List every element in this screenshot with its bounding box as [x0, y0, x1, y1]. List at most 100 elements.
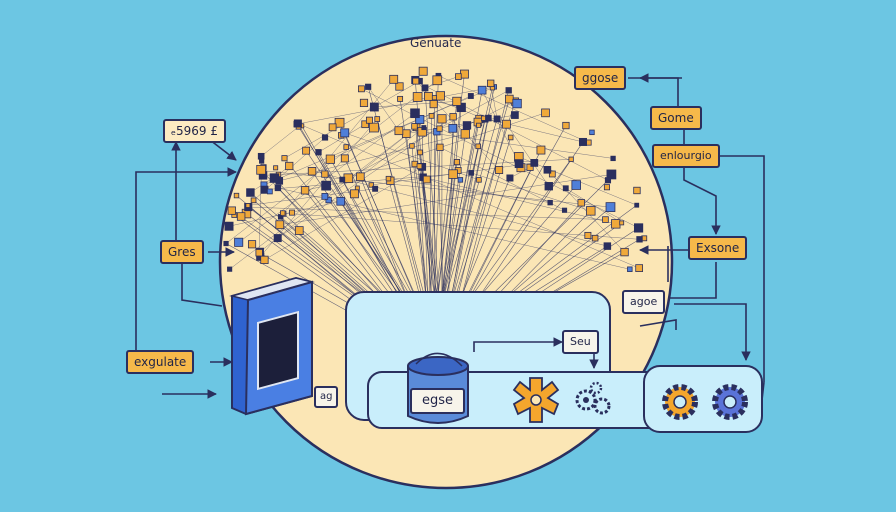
network-node: [350, 189, 359, 199]
network-node: [395, 82, 404, 91]
network-node: [453, 159, 460, 166]
network-node: [321, 134, 329, 141]
network-node: [436, 125, 443, 132]
network-node: [548, 170, 556, 178]
diagram-title: Genuate: [410, 36, 462, 50]
network-node: [514, 159, 524, 169]
network-node: [589, 129, 595, 136]
network-node: [424, 91, 433, 101]
network-node: [493, 115, 501, 123]
network-node: [502, 119, 511, 129]
network-node: [604, 177, 612, 184]
mesh-line: [297, 123, 640, 269]
network-node: [285, 161, 294, 171]
mesh-line: [229, 115, 432, 270]
network-node: [275, 220, 285, 230]
network-node: [401, 129, 411, 138]
network-node: [620, 247, 629, 257]
label-ggose: ggose: [574, 66, 627, 90]
network-node: [507, 134, 514, 141]
network-node: [233, 192, 240, 199]
network-node: [417, 149, 423, 156]
network-node: [429, 100, 438, 109]
network-node: [633, 223, 644, 233]
network-node: [591, 234, 599, 242]
network-node: [476, 177, 482, 183]
mesh-line: [238, 113, 416, 243]
network-node: [369, 122, 379, 133]
network-node: [260, 255, 269, 264]
network-node: [633, 186, 641, 195]
mesh-line: [415, 80, 609, 181]
network-node: [505, 87, 512, 94]
network-node: [302, 146, 311, 155]
network-node: [568, 156, 574, 162]
network-node: [359, 98, 369, 107]
mesh-line: [282, 212, 640, 240]
network-node: [266, 188, 273, 195]
mesh-line: [280, 79, 394, 217]
mesh-line: [481, 90, 520, 164]
connector-lines: [135, 73, 765, 401]
gear-icon: [662, 384, 698, 420]
mesh-line: [277, 116, 454, 239]
label-enlourgio: enlourgio: [652, 144, 720, 168]
mesh-line: [360, 127, 424, 177]
network-node: [437, 114, 447, 124]
label-price: ₑ5969 £: [163, 119, 226, 143]
network-node: [343, 173, 354, 184]
network-node: [412, 92, 423, 102]
network-node: [505, 94, 514, 104]
network-node: [325, 154, 335, 164]
label-gres: Gres: [160, 240, 204, 264]
network-node: [495, 166, 504, 175]
network-node: [584, 231, 592, 239]
label-egse: egse: [410, 388, 466, 414]
network-node: [325, 196, 332, 204]
network-node: [256, 164, 266, 175]
network-node: [452, 96, 462, 106]
blue-gear-icon: [712, 384, 748, 420]
network-node: [307, 167, 317, 176]
network-node: [334, 117, 345, 128]
network-node: [586, 206, 596, 216]
network-node: [259, 158, 265, 164]
network-node: [603, 242, 612, 250]
network-node: [418, 66, 428, 76]
network-node: [365, 83, 372, 90]
network-node: [250, 197, 257, 204]
network-node: [415, 115, 425, 124]
network-node: [432, 75, 443, 86]
network-node: [339, 176, 346, 183]
network-node: [328, 123, 337, 132]
network-node: [223, 240, 229, 247]
network-node: [468, 170, 474, 176]
network-node: [340, 128, 350, 138]
mesh-line: [284, 80, 420, 159]
network-node: [321, 193, 329, 200]
network-node: [610, 155, 616, 162]
network-node: [340, 154, 349, 163]
network-node: [397, 95, 404, 102]
network-node: [476, 122, 482, 128]
network-node: [511, 111, 519, 119]
network-node: [562, 121, 570, 130]
network-node: [416, 163, 423, 170]
network-node: [436, 143, 444, 151]
network-node: [273, 165, 279, 171]
network-node: [224, 221, 234, 231]
network-node: [321, 180, 331, 191]
network-node: [431, 95, 438, 101]
label-exgulate: exgulate: [126, 350, 195, 374]
mesh-line: [342, 112, 546, 180]
network-node: [606, 169, 617, 180]
network-node: [455, 73, 462, 80]
orange-gear-icon: [512, 377, 560, 423]
network-node: [475, 143, 481, 150]
mesh-line: [471, 172, 591, 212]
network-node: [449, 113, 457, 121]
network-node: [227, 206, 236, 215]
network-node: [627, 266, 633, 272]
